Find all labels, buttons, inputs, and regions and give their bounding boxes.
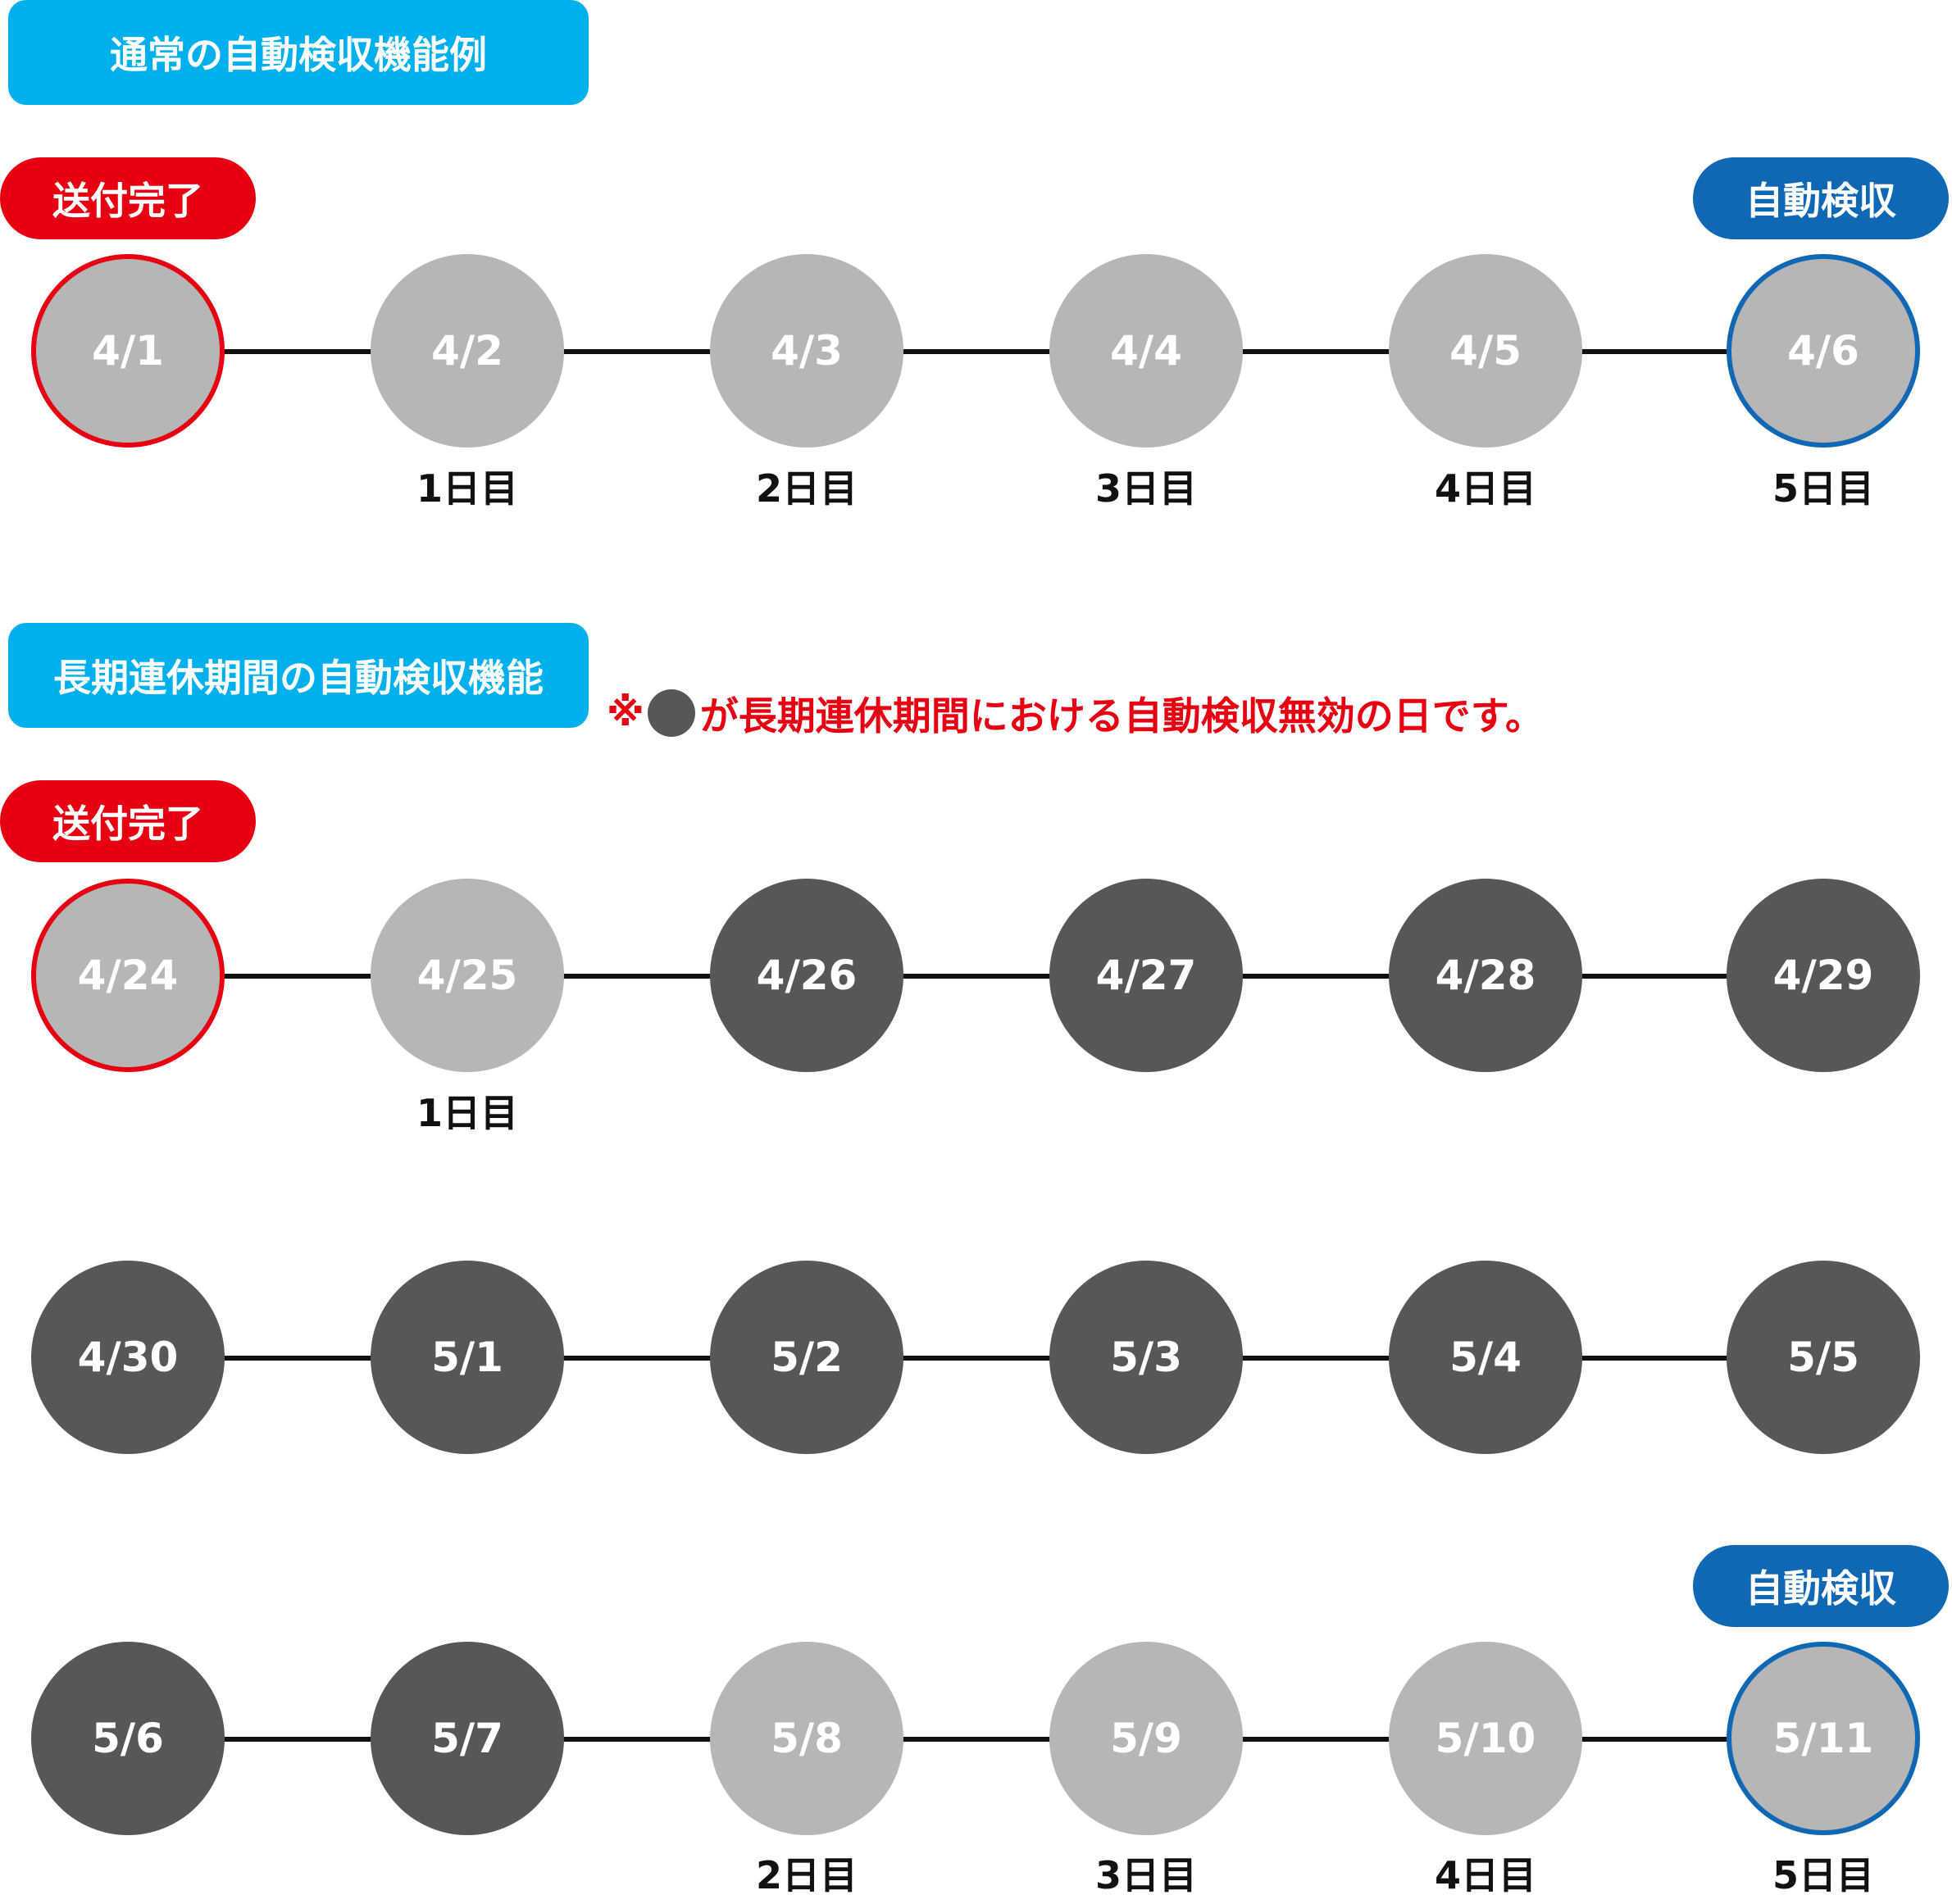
disabled-day-dot-icon: [647, 688, 695, 737]
timeline-row-normal: 4/1 4/2 4/3 4/4 4/5 4/6: [0, 252, 1952, 449]
note-prefix: ※: [607, 690, 644, 735]
disabled-day-node: 5/3: [1049, 1261, 1243, 1454]
day-node: 4/6: [1727, 254, 1920, 448]
auto-acceptance-label: 自動検収: [1693, 1545, 1949, 1627]
note-text: が長期連休期間における自動検収無効の日です。: [699, 694, 1545, 739]
disabled-day-node: 5/7: [371, 1642, 564, 1835]
disabled-day-node: 4/28: [1389, 879, 1582, 1072]
send-complete-label: 送付完了: [0, 157, 256, 239]
send-complete-label: 送付完了: [0, 780, 256, 862]
timeline-line: [123, 974, 1829, 979]
day-count-label: 3日目: [1094, 466, 1197, 511]
day-count-label: 5日目: [1772, 466, 1874, 511]
timeline-row-holiday-1: 4/24 4/25 4/26 4/27 4/28 4/29: [0, 877, 1952, 1074]
disabled-day-node: 5/1: [371, 1261, 564, 1454]
day-count-label: 4日目: [1434, 466, 1536, 511]
disabled-day-node: 4/27: [1049, 879, 1243, 1072]
timeline-line: [123, 1356, 1829, 1361]
day-count-label: 1日目: [416, 1091, 518, 1135]
day-node: 4/25: [371, 879, 564, 1072]
section-header-holiday: 長期連休期間の自動検収機能: [8, 623, 589, 728]
disabled-day-node: 4/29: [1727, 879, 1920, 1072]
disabled-day-node: 5/4: [1389, 1261, 1582, 1454]
day-node: 5/9: [1049, 1642, 1243, 1835]
timeline-row-holiday-2: 4/30 5/1 5/2 5/3 5/4 5/5: [0, 1259, 1952, 1456]
day-node: 5/11: [1727, 1642, 1920, 1835]
holiday-note: ※ が長期連休期間における自動検収無効の日です。: [607, 684, 1544, 741]
day-node: 4/24: [31, 879, 225, 1072]
day-node: 4/3: [710, 254, 903, 448]
disabled-day-node: 4/26: [710, 879, 903, 1072]
day-node: 4/1: [31, 254, 225, 448]
day-node: 5/8: [710, 1642, 903, 1835]
disabled-day-node: 5/6: [31, 1642, 225, 1835]
day-count-label: 2日目: [755, 466, 858, 511]
day-count-label: 3日目: [1094, 1853, 1197, 1897]
section-header-normal: 通常の自動検収機能例: [8, 0, 589, 105]
disabled-day-node: 5/2: [710, 1261, 903, 1454]
timeline-row-holiday-3: 5/6 5/7 5/8 5/9 5/10 5/11: [0, 1640, 1952, 1837]
day-node: 5/10: [1389, 1642, 1582, 1835]
disabled-day-node: 5/5: [1727, 1261, 1920, 1454]
timeline-line: [123, 349, 1829, 354]
day-node: 4/2: [371, 254, 564, 448]
day-node: 4/5: [1389, 254, 1582, 448]
auto-acceptance-label: 自動検収: [1693, 157, 1949, 239]
disabled-day-node: 4/30: [31, 1261, 225, 1454]
timeline-line: [123, 1737, 1829, 1742]
day-count-label: 4日目: [1434, 1853, 1536, 1897]
day-count-label: 1日目: [416, 466, 518, 511]
day-count-label: 5日目: [1772, 1853, 1874, 1897]
day-count-label: 2日目: [755, 1853, 858, 1897]
day-node: 4/4: [1049, 254, 1243, 448]
